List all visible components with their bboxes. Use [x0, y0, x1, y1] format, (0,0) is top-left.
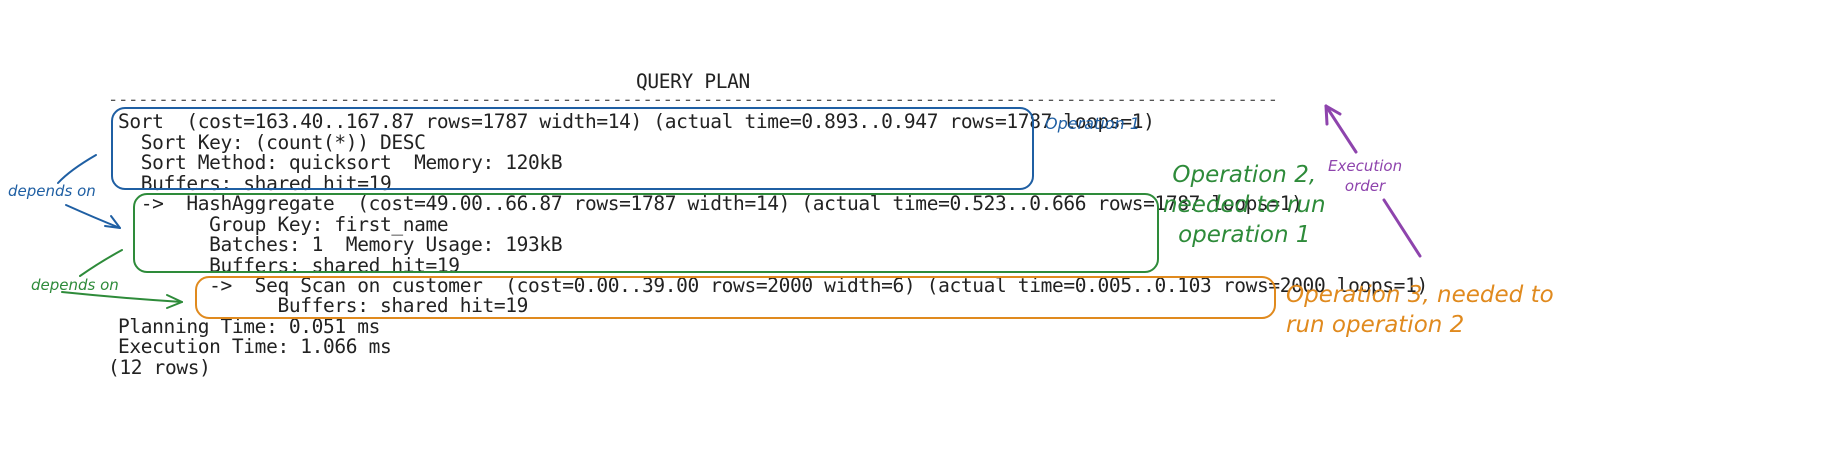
plan-row-count: (12 rows)	[108, 356, 211, 379]
plan-line-sort-method: Sort Method: quicksort Memory: 120kB	[118, 151, 563, 174]
query-plan-title: QUERY PLAN	[636, 70, 750, 93]
plan-line-seq-buffers: Buffers: shared hit=19	[118, 294, 529, 317]
operation-3-label: Operation 3, needed to run operation 2	[1286, 282, 1554, 338]
operation-3-box	[195, 276, 1276, 319]
depends-on-1-arrow	[65, 204, 121, 229]
operation-2-label: Operation 2, needed to run operation 1	[1163, 162, 1326, 248]
execution-order-arrow-top	[1324, 104, 1358, 154]
query-plan-separator: ----------------------------------------…	[108, 90, 1278, 110]
depends-on-2-stroke	[79, 249, 123, 277]
depends-on-1-stroke	[57, 154, 97, 184]
execution-order-arrow-bottom	[1382, 198, 1422, 258]
plan-line-seq-scan: -> Seq Scan on customer (cost=0.00..39.0…	[118, 274, 1428, 297]
operation-1-label: Operation 1	[1045, 114, 1140, 133]
plan-line-execution-time: Execution Time: 1.066 ms	[118, 335, 392, 358]
operation-2-box	[133, 193, 1159, 273]
plan-line-batches: Batches: 1 Memory Usage: 193kB	[118, 233, 563, 256]
execution-order-label: Execution order	[1328, 157, 1403, 195]
execution-order-arrowhead	[1324, 104, 1342, 126]
plan-line-group-key: Group Key: first_name	[118, 213, 449, 236]
depends-on-label-2: depends on	[31, 276, 119, 294]
operation-1-box	[111, 107, 1034, 190]
plan-line-sort: Sort (cost=163.40..167.87 rows=1787 widt…	[118, 110, 1155, 133]
plan-line-sort-key: Sort Key: (count(*)) DESC	[118, 131, 426, 154]
depends-on-label-1: depends on	[8, 182, 96, 200]
plan-line-planning-time: Planning Time: 0.051 ms	[118, 315, 380, 338]
